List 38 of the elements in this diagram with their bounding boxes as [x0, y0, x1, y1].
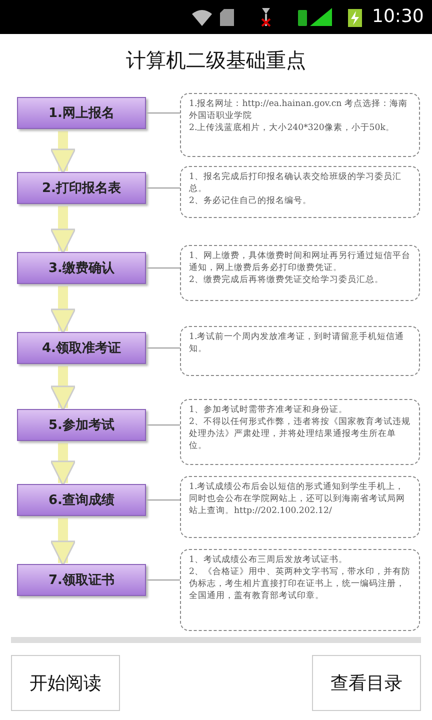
note-box	[180, 93, 420, 157]
note-text: 2、不得以任何形式作弊，违者将按《国家教育考试违规处理办法》严肃处理，并将处理结果通报考生所在单位。	[189, 416, 411, 452]
step-box: 4.领取准考证	[17, 332, 146, 364]
step-box: 2.打印报名表	[17, 172, 146, 204]
note-text: 1.考试成绩公布后会以短信的形式通知到学生手机上，同时也会公布在学院网站上，还可以到海南省考试局网站上查询。http://202.100.202.12/	[189, 481, 406, 517]
note-text: 1、考试成绩公布三周后发放考试证书。	[189, 554, 348, 566]
note-text: 1.考试前一个周内发放准考证，到时请留意手机短信通知。	[189, 331, 406, 355]
arrow	[50, 443, 76, 486]
step-box: 1.网上报名	[17, 97, 146, 129]
note-box	[180, 166, 420, 218]
step-box: 6.查询成绩	[17, 484, 146, 516]
note-text: 1、网上缴费，具体缴费时间和网址再另行通过短信平台通知，网上缴费后务必打印缴费凭证。	[189, 250, 411, 274]
note-box	[180, 399, 420, 465]
step-box: 5.参加考试	[17, 409, 146, 441]
clock-time: 10:30	[372, 6, 424, 28]
step-box: 3.缴费确认	[17, 252, 146, 284]
table-of-contents-button: 查看目录	[312, 655, 421, 711]
note-text: 1.报名网址：http://ea.hainan.gov.cn 考点选择：海南外国语职业学院	[189, 98, 408, 122]
note-box	[180, 326, 420, 376]
arrow	[50, 366, 76, 412]
connector-line	[146, 112, 180, 114]
start-reading-button: 开始阅读	[11, 655, 120, 711]
note-text: 2、务必记住自己的报名编号。	[189, 195, 312, 207]
note-text: 2、缴费完成后再将缴费凭证交给学习委员汇总。	[189, 274, 384, 286]
note-box	[180, 549, 420, 631]
note-text: 1、参加考试时需带齐准考证和身份证。	[189, 404, 348, 416]
note-text: 2、《合格证》用中、英两种文字书写，带水印，并有防伪标志，考生相片直接打印在证书上，统一编码注册，全国通用，盖有教育部考试印章。	[189, 566, 411, 602]
arrow	[50, 518, 76, 566]
step-box: 7.领取证书	[17, 564, 146, 596]
arrow	[50, 286, 76, 334]
page-title: 计算机二级基础重点	[125, 47, 307, 74]
connector-line	[146, 424, 180, 426]
note-text: 1、报名完成后打印报名确认表交给班级的学习委员汇总。	[189, 171, 402, 195]
note-text: 2.上传浅蓝底相片，大小240*320像素，小于50k。	[189, 122, 396, 134]
arrow	[50, 206, 76, 254]
note-box	[180, 476, 420, 538]
note-box	[180, 245, 420, 301]
arrow	[50, 131, 76, 174]
